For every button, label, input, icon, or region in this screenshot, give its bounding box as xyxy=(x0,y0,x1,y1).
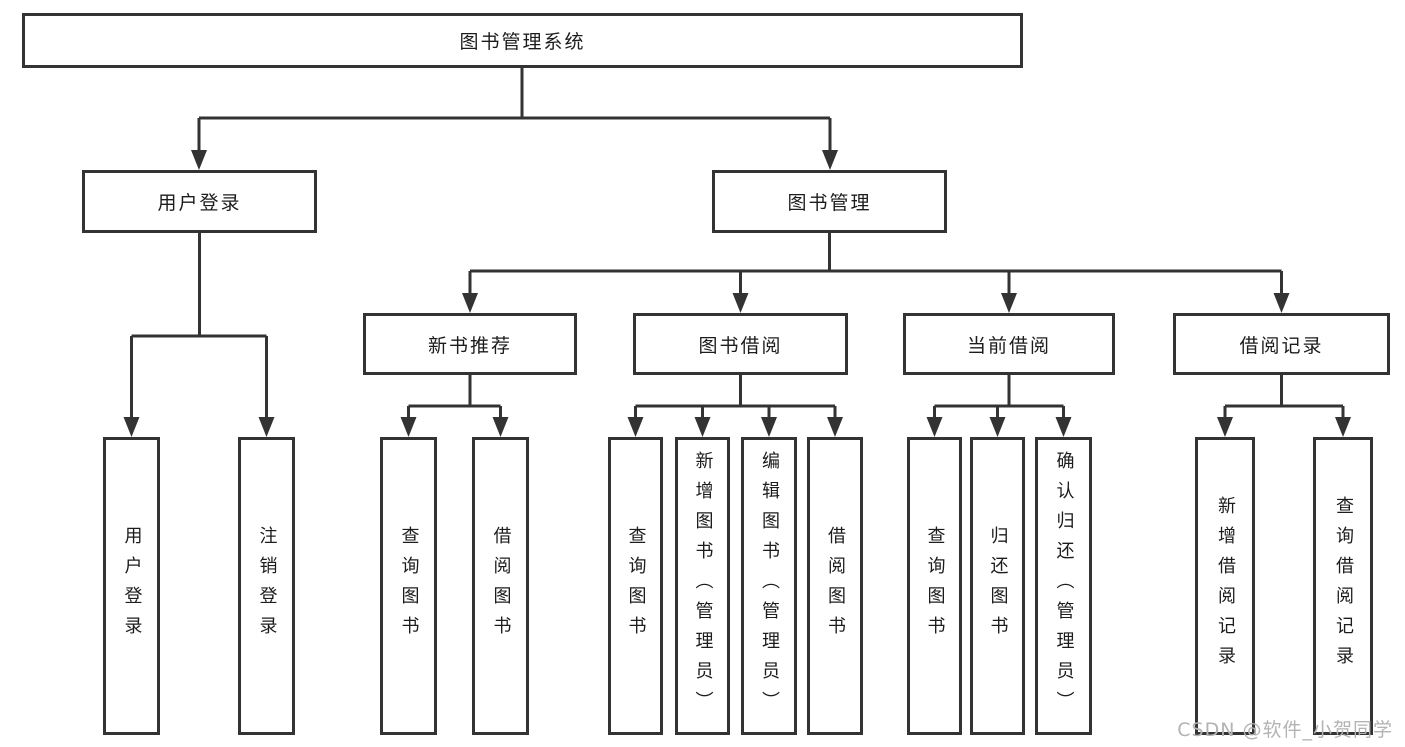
leaf-newrec-query-books-label: 查询图书 xyxy=(398,526,420,646)
leaf-return-books-label: 归还图书 xyxy=(987,526,1009,646)
node-root-label: 图书管理系统 xyxy=(459,31,586,53)
node-new-book-recommend: 新书推荐 xyxy=(363,313,577,375)
leaf-logout: 注销登录 xyxy=(238,437,295,735)
leaf-return-books: 归还图书 xyxy=(970,437,1025,735)
leaf-confirm-return-admin-label: 确认归还（管理员） xyxy=(1053,451,1075,721)
leaf-add-books-admin-label: 新增图书（管理员） xyxy=(692,451,714,721)
leaf-logout-label: 注销登录 xyxy=(256,526,278,646)
leaf-edit-books-admin: 编辑图书（管理员） xyxy=(741,437,797,735)
leaf-query-borrow-record: 查询借阅记录 xyxy=(1313,437,1373,735)
node-borrow-record: 借阅记录 xyxy=(1173,313,1390,375)
node-root: 图书管理系统 xyxy=(22,13,1023,68)
leaf-query-borrow-record-label: 查询借阅记录 xyxy=(1333,496,1354,676)
node-borrow-record-label: 借阅记录 xyxy=(1239,334,1324,357)
node-user-login-label: 用户登录 xyxy=(157,192,242,214)
leaf-user-login: 用户登录 xyxy=(103,437,160,735)
node-current-borrow: 当前借阅 xyxy=(903,313,1115,375)
leaf-newrec-borrow-books: 借阅图书 xyxy=(472,437,529,735)
leaf-add-borrow-record-label: 新增借阅记录 xyxy=(1215,496,1236,676)
leaf-confirm-return-admin: 确认归还（管理员） xyxy=(1035,437,1092,735)
node-book-borrow-label: 图书借阅 xyxy=(698,334,783,357)
node-book-borrow: 图书借阅 xyxy=(633,313,848,375)
node-new-book-recommend-label: 新书推荐 xyxy=(427,334,512,357)
leaf-borrow-books: 借阅图书 xyxy=(807,437,863,735)
leaf-borrow-books-label: 借阅图书 xyxy=(825,526,846,646)
leaf-newrec-borrow-books-label: 借阅图书 xyxy=(490,526,512,646)
leaf-current-query-books: 查询图书 xyxy=(907,437,962,735)
leaf-add-borrow-record: 新增借阅记录 xyxy=(1195,437,1255,735)
watermark: CSDN @软件_小贺同学 xyxy=(1177,719,1393,741)
node-current-borrow-label: 当前借阅 xyxy=(966,334,1051,357)
node-user-login: 用户登录 xyxy=(82,170,317,233)
leaf-borrow-query-books: 查询图书 xyxy=(608,437,663,735)
leaf-edit-books-admin-label: 编辑图书（管理员） xyxy=(759,451,780,721)
node-book-management-label: 图书管理 xyxy=(787,192,872,214)
leaf-user-login-label: 用户登录 xyxy=(121,526,143,646)
node-book-management: 图书管理 xyxy=(712,170,947,233)
leaf-add-books-admin: 新增图书（管理员） xyxy=(675,437,730,735)
leaf-borrow-query-books-label: 查询图书 xyxy=(625,526,647,646)
leaf-newrec-query-books: 查询图书 xyxy=(380,437,437,735)
leaf-current-query-books-label: 查询图书 xyxy=(924,526,946,646)
